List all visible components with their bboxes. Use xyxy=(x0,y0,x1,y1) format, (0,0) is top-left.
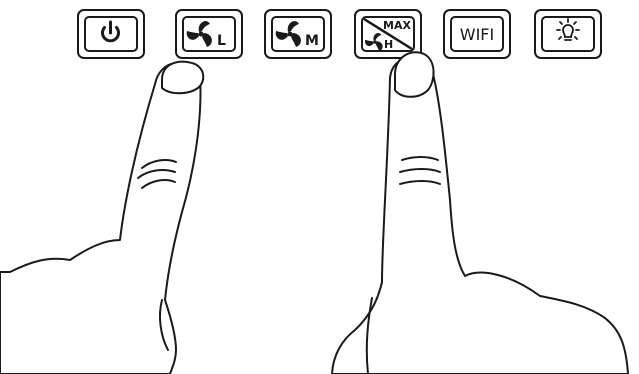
fingernail xyxy=(162,62,203,94)
fan-low-label: L xyxy=(217,33,226,49)
fan-medium-button[interactable]: M xyxy=(265,10,331,58)
fan-max-label: MAX xyxy=(383,19,411,32)
left-hand-illustration xyxy=(0,62,203,374)
wifi-label: WIFI xyxy=(460,25,494,44)
power-button[interactable] xyxy=(78,10,144,58)
fan-low-button[interactable]: L xyxy=(176,10,242,58)
right-hand-illustration xyxy=(332,52,628,374)
fan-high-max-button[interactable]: MAX H xyxy=(355,10,421,58)
fan-high-label: H xyxy=(384,38,393,51)
light-button[interactable] xyxy=(535,10,601,58)
fan-medium-label: M xyxy=(305,33,319,49)
wifi-button[interactable]: WIFI xyxy=(444,10,510,58)
fingernail xyxy=(395,52,434,97)
